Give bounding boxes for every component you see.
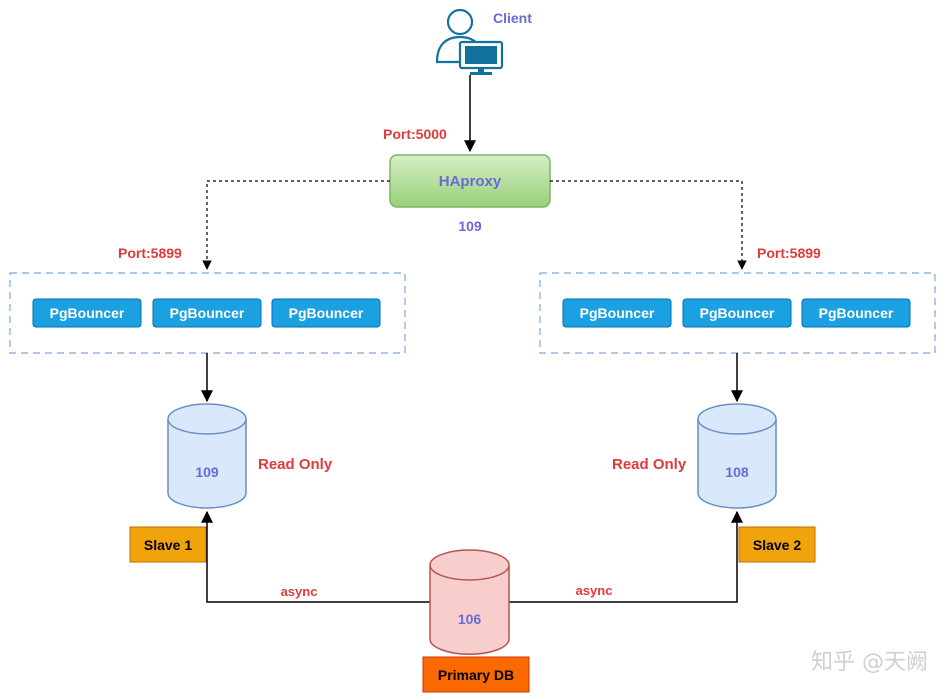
haproxy-port-label: Port:5000: [383, 126, 447, 142]
haproxy-node[interactable]: HAproxy: [389, 154, 551, 208]
svg-text:PgBouncer: PgBouncer: [580, 305, 655, 321]
slave2-tag: Slave 2: [738, 526, 816, 563]
client-label: Client: [493, 10, 532, 26]
svg-text:PgBouncer: PgBouncer: [50, 305, 125, 321]
client-icon: [435, 8, 504, 75]
watermark: 知乎 @天阙: [811, 650, 928, 675]
right-port-label: Port:5899: [757, 245, 821, 261]
left-port-label: Port:5899: [118, 245, 182, 261]
right-pgbouncer-group: PgBouncer PgBouncer PgBouncer: [539, 272, 936, 354]
svg-text:PgBouncer: PgBouncer: [289, 305, 364, 321]
slave2-db-cylinder[interactable]: 108: [697, 403, 777, 509]
left-async-label: async: [281, 584, 318, 599]
primary-tag: Primary DB: [422, 656, 530, 693]
left-pgbouncer-1[interactable]: PgBouncer: [32, 298, 142, 328]
primary-db-label: 106: [458, 611, 482, 627]
right-pgbouncer-3[interactable]: PgBouncer: [801, 298, 911, 328]
haproxy-left-arrow: [202, 180, 390, 270]
right-pgbouncer-2[interactable]: PgBouncer: [682, 298, 792, 328]
slave1-status-label: Read Only: [258, 456, 333, 473]
slave1-name-label: Slave 1: [144, 537, 192, 553]
primary-slave2-arrow: [509, 510, 743, 603]
slave2-status-label: Read Only: [612, 456, 687, 473]
svg-text:PgBouncer: PgBouncer: [819, 305, 894, 321]
primary-name-label: Primary DB: [438, 667, 514, 683]
svg-text:PgBouncer: PgBouncer: [170, 305, 245, 321]
slave1-db-cylinder[interactable]: 109: [167, 403, 247, 509]
left-pgbouncer-group: PgBouncer PgBouncer PgBouncer: [9, 272, 406, 354]
svg-text:PgBouncer: PgBouncer: [700, 305, 775, 321]
haproxy-host-label: 109: [458, 218, 482, 234]
haproxy-label: HAproxy: [439, 173, 502, 190]
slave2-db-label: 108: [725, 464, 749, 480]
primary-slave1-arrow: [201, 510, 430, 603]
right-async-label: async: [576, 583, 613, 598]
slave1-tag: Slave 1: [129, 526, 207, 563]
haproxy-right-arrow: [550, 180, 747, 270]
slave1-db-label: 109: [195, 464, 219, 480]
left-pgbouncer-3[interactable]: PgBouncer: [271, 298, 381, 328]
slave2-name-label: Slave 2: [753, 537, 801, 553]
right-pgbouncer-1[interactable]: PgBouncer: [562, 298, 672, 328]
left-pgbouncer-2[interactable]: PgBouncer: [152, 298, 262, 328]
primary-db-cylinder[interactable]: 106: [429, 549, 510, 655]
